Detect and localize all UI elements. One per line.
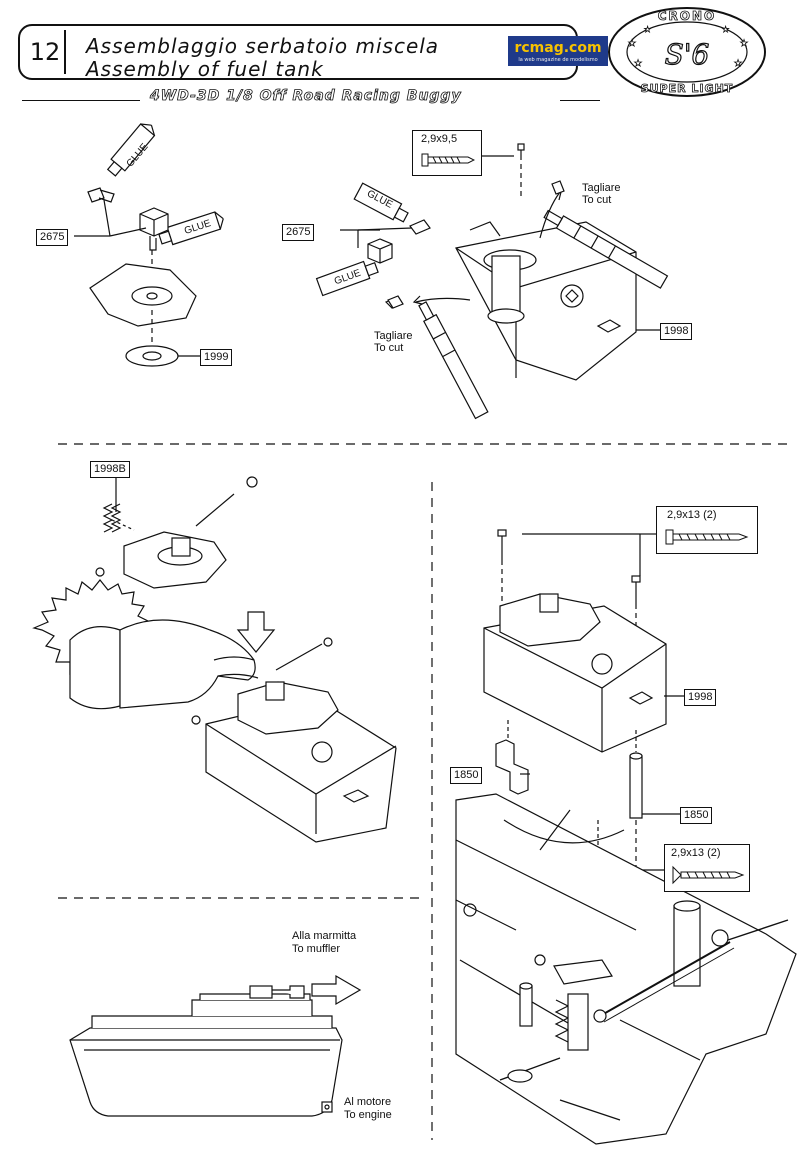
cut-label-it: Tagliare [374,330,413,342]
fuel-tank-body [455,221,637,381]
glue-tube-icon [353,182,409,223]
screw-icon [421,153,475,167]
svg-text:★: ★ [634,59,642,69]
subtitle-rule [22,100,140,101]
step-number: 12 [26,30,66,74]
screw-size-label: 2,9x13 (2) [667,509,717,521]
screw-size-label: 2,9x9,5 [421,133,458,145]
screw-box-13-top: 2,9x13 (2) [656,506,758,554]
cut-arrow [539,191,561,239]
screw-box-13-bottom: 2,9x13 (2) [664,844,750,892]
screw-icon [631,575,641,690]
panel-3-right [455,529,797,1145]
subtitle: 4WD-3D 1/8 Off Road Racing Buggy [150,88,462,105]
chassis-plate [455,793,797,1145]
part-label-2675: 2675 [282,224,315,241]
glue-tube-icon [315,260,379,297]
rcmag-tagline: la web magazine de modelismo [518,56,598,63]
fuel-fitting [87,187,115,203]
screw-icon [517,143,525,200]
svg-text:★: ★ [740,39,748,49]
valve-block [367,238,393,264]
rcmag-site: rcmag.com [514,39,602,56]
cut-label-it: Tagliare [582,182,621,194]
engine-port [321,1101,333,1113]
screw-icon [497,529,507,612]
svg-text:★: ★ [722,25,729,34]
part-label-1998: 1998 [660,323,693,340]
fuel-fitting [409,219,431,235]
screw-icon [672,865,745,885]
cut-label-upper: Tagliare To cut [582,182,621,206]
muffler-label: Alla marmitta To muffler [292,930,356,956]
fuel-tank-body [483,593,667,753]
glue-tube-icon [158,211,224,246]
rcmag-badge[interactable]: rcmag.com la web magazine de modelismo [508,36,608,66]
cut-label-lower: Tagliare To cut [374,330,413,354]
cutter-knife-icon [418,301,489,420]
spring-icon [102,503,122,533]
engine-label: Al motore To engine [344,1096,392,1122]
muffler-label-en: To muffler [292,943,341,955]
hand-illustration [32,579,259,710]
muffler-label-it: Alla marmitta [292,930,357,942]
logo-top-text: CRONO [658,9,717,23]
screw-size-label: 2,9x13 (2) [671,847,721,859]
muffler-arrow [311,974,362,1006]
gasket [125,345,179,367]
logo-center-text: S'6 [665,38,710,71]
svg-text:★: ★ [734,59,742,69]
engine-label-it: Al motore [344,1096,392,1108]
screw-box-9-5: 2,9x9,5 [412,130,482,176]
panel-4-muffler [69,974,362,1117]
subtitle-rule-right [560,100,600,101]
standoff-post [629,755,643,819]
offset-post [495,739,529,795]
glue-tube-icon [106,123,156,177]
title-italian: Assemblaggio serbatoio miscela [86,34,440,58]
panel-2-left [32,476,397,843]
part-label-1998: 1998 [684,689,717,706]
cut-label-en: To cut [582,194,612,206]
svg-text:★: ★ [628,39,636,49]
panel-1-right [315,143,669,420]
svg-text:★: ★ [644,25,651,34]
crono-logo: ★ ★ ★ ★ ★ ★ CRONO S'6 SUPER LIGHT [608,7,766,97]
title-english: Assembly of fuel tank [86,57,324,81]
part-label-1850: 1850 [450,767,483,784]
logo-bottom-text: SUPER LIGHT [641,82,734,95]
part-label-1850: 1850 [680,807,713,824]
part-label-1998b: 1998B [90,461,130,478]
screw-icon [665,529,749,545]
panel-1-left [74,123,224,367]
engine-label-en: To engine [344,1109,392,1121]
press-arrow [236,611,276,653]
cut-label-en: To cut [374,342,404,354]
valve-block [139,207,169,237]
cutter-knife-icon [543,209,669,289]
servo-saver [499,919,789,1083]
tank-side-view [69,1027,343,1117]
part-label-2675: 2675 [36,229,69,246]
part-label-1999: 1999 [200,349,233,366]
fuel-tank-body [205,681,397,843]
cut-arrow [415,297,471,303]
